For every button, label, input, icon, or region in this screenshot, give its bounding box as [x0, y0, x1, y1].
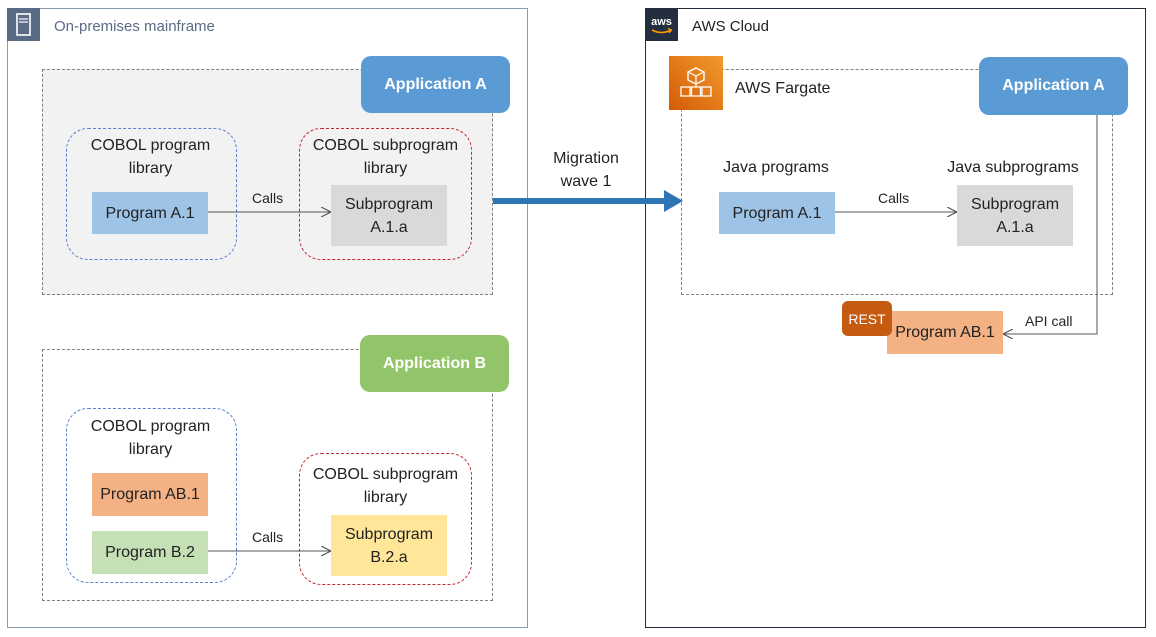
fargate-label: AWS Fargate [735, 80, 831, 97]
aws-cloud-container [645, 8, 1146, 628]
program-b2-box: Program B.2 [92, 531, 208, 574]
aws-program-a1-box: Program A.1 [719, 192, 835, 234]
aws-calls-label: Calls [878, 190, 910, 206]
cobol-subprogram-library-a [299, 128, 472, 260]
program-ab1-box: Program AB.1 [92, 473, 208, 516]
api-call-label: API call [1025, 313, 1073, 329]
cobol-program-library-a-label: COBOL program library [90, 137, 211, 177]
server-icon [7, 8, 40, 41]
aws-program-ab1-box: Program AB.1 [887, 311, 1003, 354]
program-a1-box: Program A.1 [92, 192, 208, 234]
migration-label: Migration wave 1 [553, 150, 619, 190]
cobol-subprogram-library-b-label: COBOL subprogram library [312, 466, 459, 506]
cobol-program-library-a [66, 128, 237, 260]
subprogram-b2a-box: Subprogram B.2.a [331, 515, 447, 576]
java-programs-label: Java programs [723, 158, 829, 176]
cobol-program-library-b [66, 408, 237, 583]
cobol-subprogram-library-a-label: COBOL subprogram library [312, 137, 459, 177]
aws-subprogram-a1a-box: Subprogram A.1.a [957, 185, 1073, 246]
cobol-program-library-b-label: COBOL program library [90, 418, 211, 458]
aws-logo-text: aws [651, 16, 672, 28]
calls-label-a: Calls [252, 190, 284, 206]
aws-logo-icon: aws [645, 8, 678, 41]
on-prem-title: On-premises mainframe [54, 18, 215, 35]
aws-cloud-title: AWS Cloud [692, 18, 769, 35]
on-prem-container [7, 8, 528, 628]
rest-badge: REST [842, 301, 892, 336]
fargate-icon [669, 56, 723, 110]
calls-label-b: Calls [252, 529, 284, 545]
cobol-subprogram-library-b [299, 453, 472, 585]
app-b-group [42, 349, 493, 601]
subprogram-a1a-box: Subprogram A.1.a [331, 185, 447, 246]
aws-app-a-pill: Application A [979, 57, 1128, 115]
app-b-pill: Application B [360, 335, 509, 392]
fargate-group [681, 69, 1113, 295]
java-subprograms-label: Java subprograms [947, 158, 1079, 176]
app-a-pill: Application A [361, 56, 510, 113]
